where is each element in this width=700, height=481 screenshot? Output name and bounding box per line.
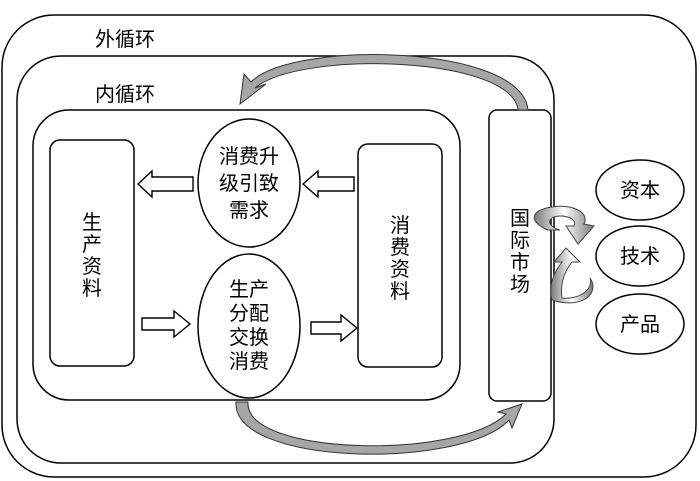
production-process-label: 生产 分配 交换 消费 [229, 277, 269, 373]
top-curved-arrow [239, 54, 529, 111]
svg-text:需求: 需求 [229, 198, 269, 222]
svg-text:消费: 消费 [229, 349, 269, 373]
svg-text:资: 资 [390, 257, 410, 281]
production-materials-box [49, 139, 135, 367]
arrow-to-production-process [141, 309, 192, 339]
svg-text:料: 料 [390, 279, 410, 303]
swirl-arrow-upper [533, 205, 595, 245]
svg-text:际: 际 [510, 228, 530, 252]
svg-text:国: 国 [510, 206, 530, 230]
consumption-upgrade-ellipse [197, 118, 301, 248]
svg-text:料: 料 [82, 276, 102, 300]
svg-text:场: 场 [510, 272, 530, 296]
svg-text:生: 生 [82, 210, 102, 234]
swirl-arrow-lower [550, 247, 594, 304]
capital-ellipse [595, 159, 685, 221]
svg-text:生产: 生产 [229, 277, 269, 301]
middle-cycle-box [16, 55, 555, 464]
svg-text:级引致: 级引致 [219, 171, 279, 195]
inner-cycle-label: 内循环 [95, 82, 155, 106]
production-process-ellipse [197, 253, 301, 399]
arrow-to-consumption-materials [310, 313, 359, 343]
svg-text:消费升: 消费升 [219, 144, 279, 168]
production-materials-label: 生 产 资 料 [82, 210, 102, 300]
consumption-materials-box [357, 143, 443, 368]
consumption-materials-label: 消 费 资 料 [390, 213, 410, 303]
capital-label: 资本 [620, 178, 660, 202]
svg-text:产: 产 [82, 232, 102, 256]
inner-cycle-box [32, 109, 461, 401]
svg-text:消: 消 [390, 213, 410, 237]
technology-label: 技术 [620, 244, 660, 268]
svg-text:交换: 交换 [229, 325, 269, 349]
product-label: 产品 [620, 312, 660, 336]
technology-ellipse [595, 225, 685, 287]
arrow-to-consumption-upgrade [301, 169, 355, 199]
bottom-curved-arrow [235, 401, 523, 455]
arrow-to-production-materials [136, 169, 194, 199]
outer-cycle-label: 外循环 [95, 27, 155, 51]
international-market-label: 国 际 市 场 [510, 206, 530, 296]
svg-text:分配: 分配 [229, 301, 269, 325]
product-ellipse [595, 293, 685, 355]
svg-text:市: 市 [510, 250, 530, 274]
svg-text:费: 费 [390, 235, 410, 259]
outer-cycle-box [1, 14, 697, 478]
svg-text:资: 资 [82, 254, 102, 278]
consumption-upgrade-label: 消费升 级引致 需求 [219, 144, 279, 222]
